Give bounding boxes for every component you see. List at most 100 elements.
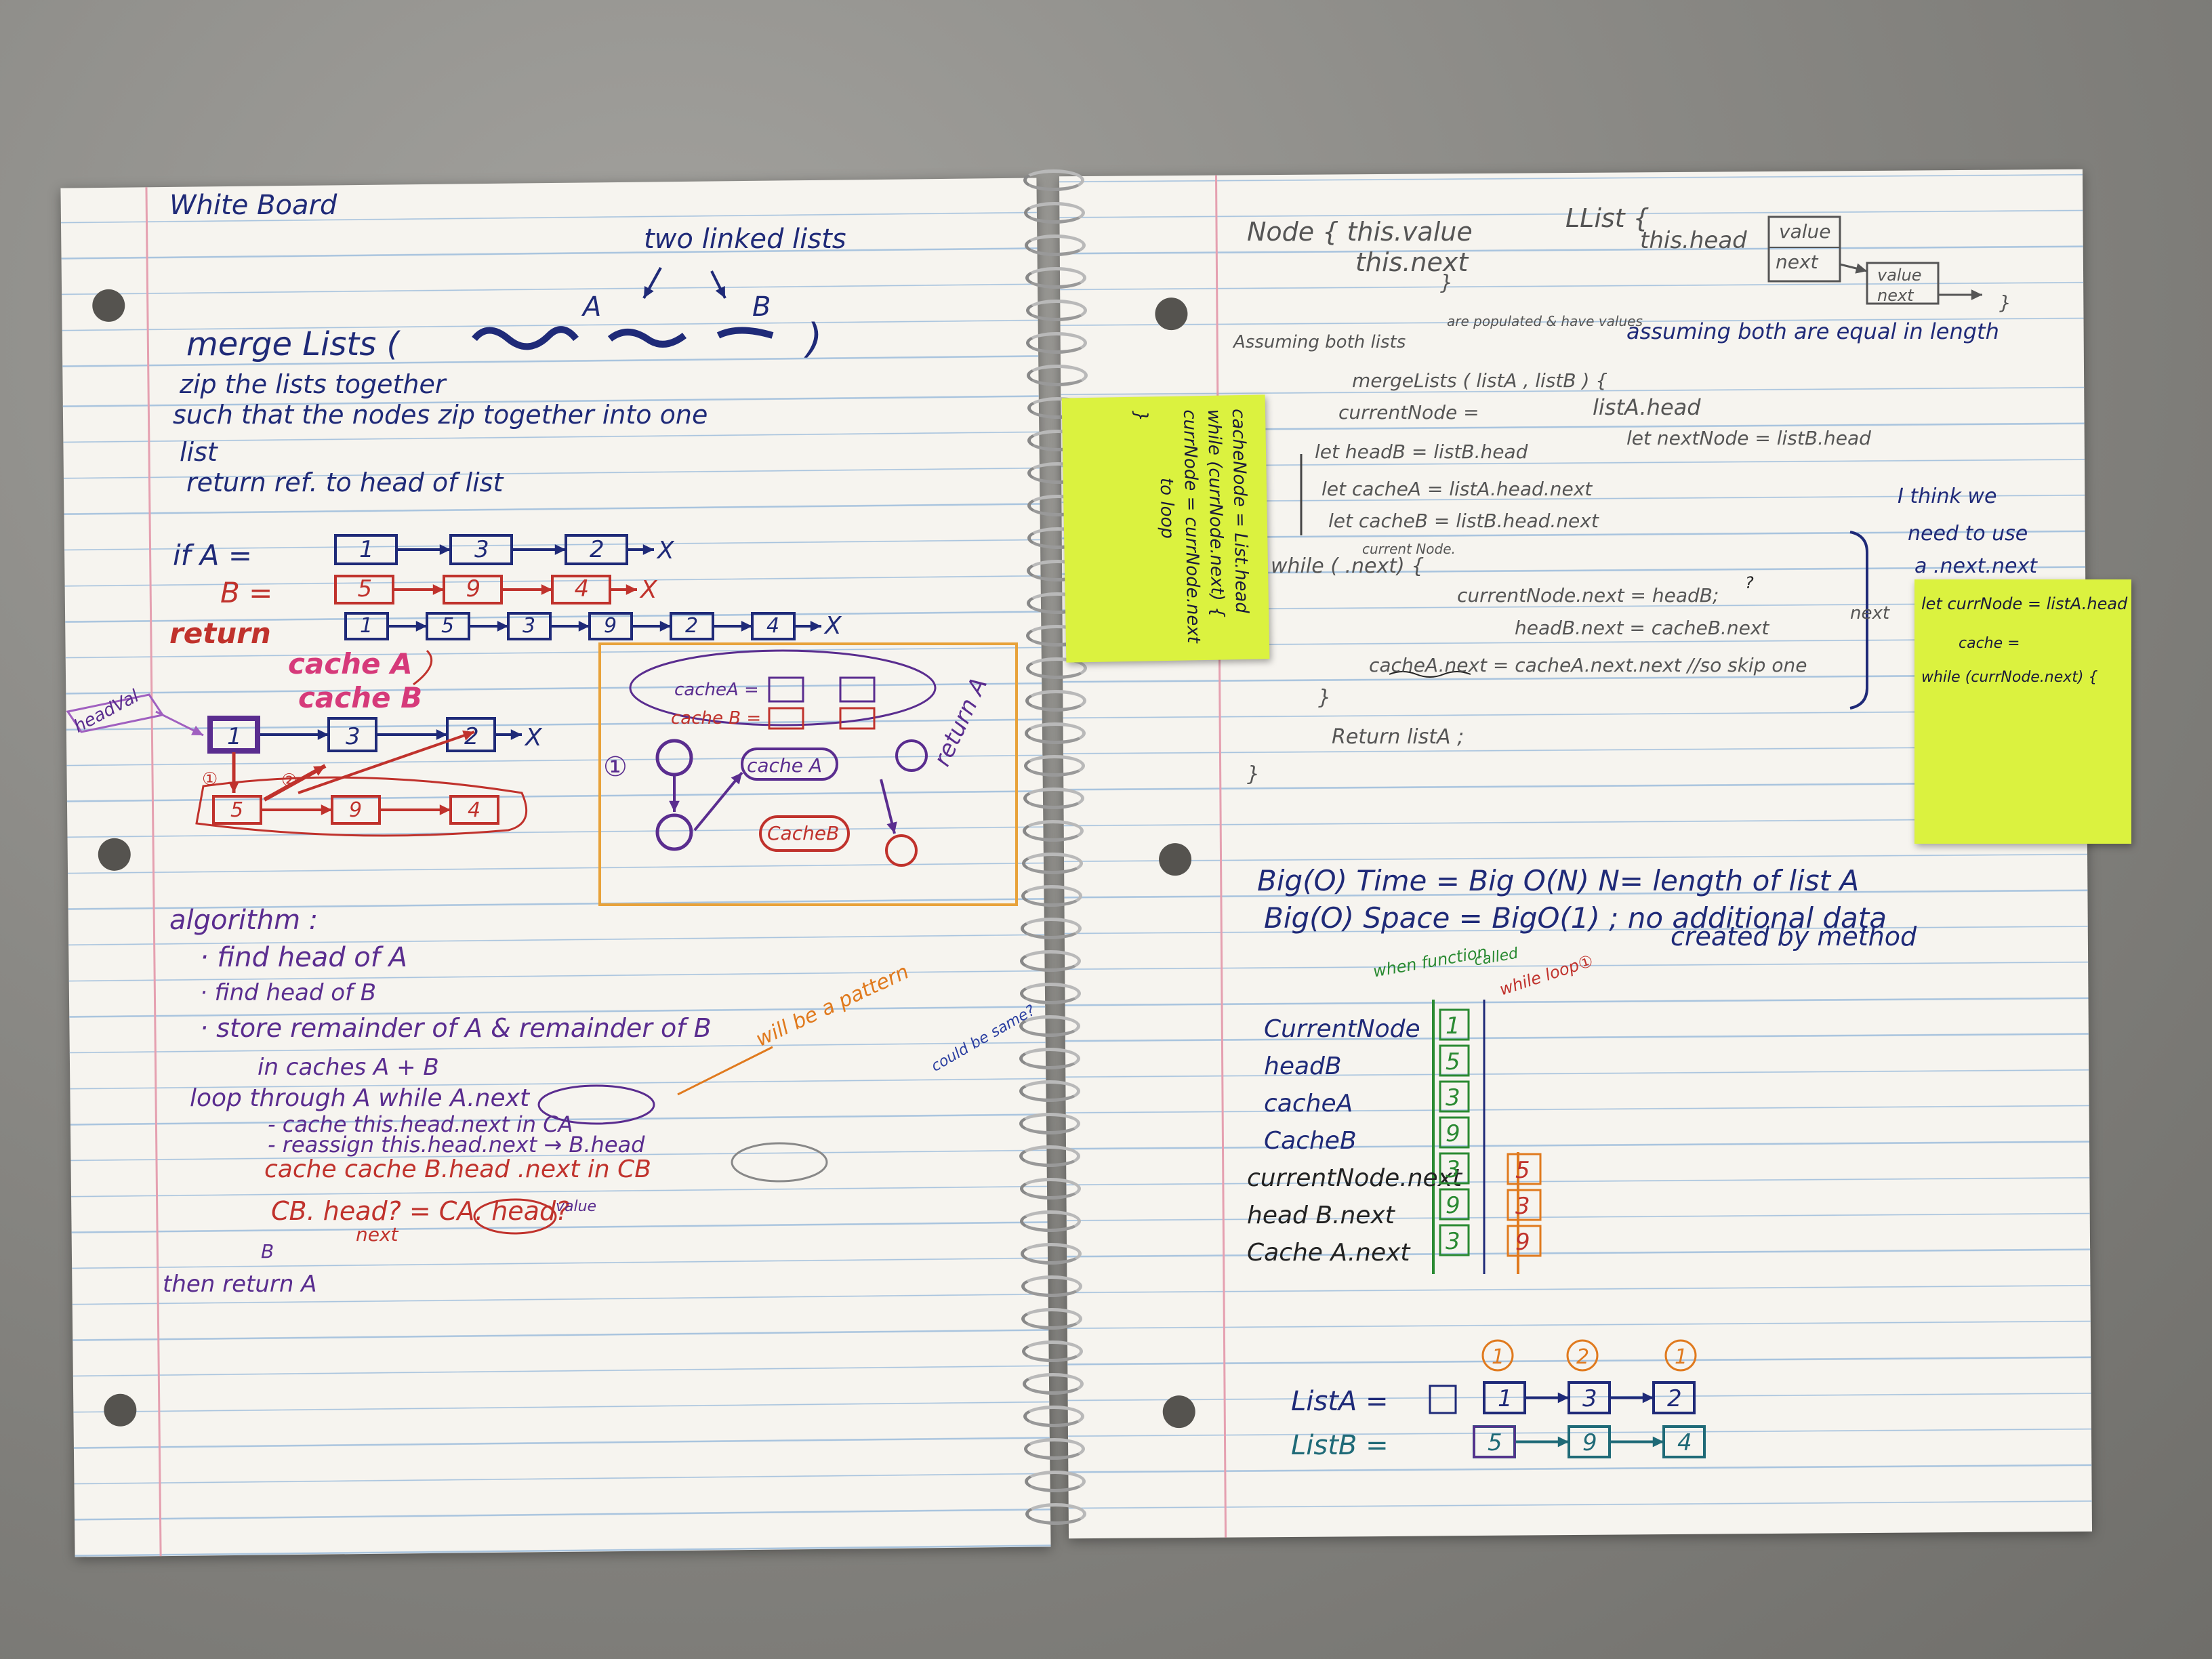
trace-value: 3 [1446,1156,1460,1183]
code-line: } [1318,686,1332,710]
diagram-arrow-head [731,773,742,785]
cache-ellipse [629,649,937,726]
bottom-list-a-node-value: 2 [1667,1385,1682,1412]
return-list-node-value: 9 [604,614,617,638]
llist-arrow-head [1971,289,1982,300]
diagram-step-arrow-head [462,730,474,741]
description-line: return ref. to head of list [186,468,504,497]
b-node-circle [885,834,918,867]
trace-value: 9 [1446,1120,1460,1147]
merge-signature: merge Lists ( [186,325,400,363]
code-line: let nextNode = listB.head [1626,427,1871,449]
diagram-bottom-node-value: 4 [468,798,480,822]
algorithm-value: value [556,1198,597,1215]
example-list-b-null-x: X [639,576,658,604]
trace-row-label: cacheA [1264,1090,1353,1118]
trace-value: 1 [1446,1012,1460,1040]
spiral-coil [1020,1210,1082,1232]
return-list-node-arrow-head [741,621,752,632]
spiral-coil [1019,1080,1080,1102]
code-line: while ( .next) { [1271,554,1425,578]
spiral-coil [1023,755,1085,777]
node-class-close: } [1440,271,1454,295]
description-line: list [180,437,218,467]
sticky-line: while (currNode.next) { [1921,669,2098,686]
diagram-top-node-arrow-head [436,729,447,740]
box-cache-a-label: cacheA = [674,680,759,700]
sticky-note-right: let currNode = listA.head cache = while … [1914,579,2131,844]
algorithm-step: · find head of A [200,942,407,973]
trace-value: 5 [1515,1157,1530,1184]
trace-value-box [1439,1008,1470,1041]
cache-node-box [839,676,876,703]
scribble [607,329,687,348]
diagram-head-highlight [207,716,260,754]
example-list-a-node-value: 3 [474,536,489,563]
return-list-node-value: 1 [360,614,373,638]
list-b-label-right: ListB = [1291,1430,1389,1461]
return-list-node-value: 5 [441,614,454,638]
return-list-node-value: 2 [685,614,698,638]
spiral-coil [1025,657,1087,679]
llist-box2-next: next [1877,286,1914,305]
diagram-step-arrow-head [313,766,325,776]
example-list-a-node-value: 2 [590,536,605,563]
cache-b-label: cache B [298,681,423,714]
scribble [472,326,579,350]
code-line: currentNode.next = headB; [1457,584,1719,607]
algorithm-circle [731,1142,828,1183]
example-list-b-node-value: 4 [575,575,590,602]
bottom-list-b-outline [1473,1425,1516,1458]
spiral-coil [1023,1406,1085,1427]
spiral-coil [1023,202,1085,224]
code-squiggle [1389,671,1471,678]
code-bracket [1849,531,1868,710]
sticky-line: } [1130,410,1151,422]
algorithm-circle [473,1198,557,1235]
arrow-to-list-b-head [715,286,725,298]
llist-head: this.head [1640,227,1747,254]
trace-value-box [1439,1152,1470,1185]
llist-next-box [1866,262,1940,305]
llist-arrow-head [1855,263,1867,274]
trace-value-box [1439,1080,1470,1113]
box-cache-a-node: cache A [747,754,822,777]
llist-close: } [1999,291,2011,314]
b-eq-label: B = [220,576,273,609]
big-o-space: Big(O) Space = BigO(1) ; no additional d… [1264,901,1887,935]
diagram-top-node-value: 3 [346,723,361,750]
diagram-top-null-x: X [524,724,543,752]
sticky-line: currNode = currNode.next [1179,409,1204,644]
bottom-list-a-node-arrow-head [1557,1392,1569,1404]
diagram-step-number: ① [202,769,218,790]
sticky-line: while (currNode.next) { [1203,409,1228,618]
spiral-coil [1021,918,1082,939]
diagram-bottom-node-arrow-head [439,804,451,815]
algorithm-step: then return A [163,1271,317,1298]
bottom-list-b-node-arrow-head [1557,1436,1569,1448]
spiral-coil [1021,1308,1083,1330]
merge-signature-close: ) [806,315,823,363]
code-line: mergeLists ( listA , listB ) { [1352,369,1608,392]
diagram-step-arrow [298,731,475,794]
algorithm-step: · store remainder of A & remainder of B [200,1013,712,1043]
cache-b-pill [759,815,850,852]
diagram-bottom-node-arrow-head [321,804,332,815]
return-label: return [169,617,271,650]
box-cache-b-node: CacheB [767,822,840,844]
diagram-arrow [693,771,743,832]
step-mark: 1 [1675,1345,1687,1369]
code-line: headB.next = cacheB.next [1515,617,1769,639]
bottom-list-b-node-value: 9 [1582,1429,1597,1456]
return-list-node-arrow-head [497,621,508,632]
llist-box-value: value [1779,220,1831,243]
page-title: White Board [169,190,337,221]
trace-value-box [1439,1188,1470,1221]
list-a-label-right: ListA = [1291,1386,1389,1417]
trace-row-label: CurrentNode [1264,1015,1420,1043]
bottom-list-b-node-arrow-head [1652,1436,1664,1448]
spiral-coil [1023,169,1084,191]
spiral-coil [1024,722,1086,744]
example-list-b-null-arrow-head [626,584,637,595]
